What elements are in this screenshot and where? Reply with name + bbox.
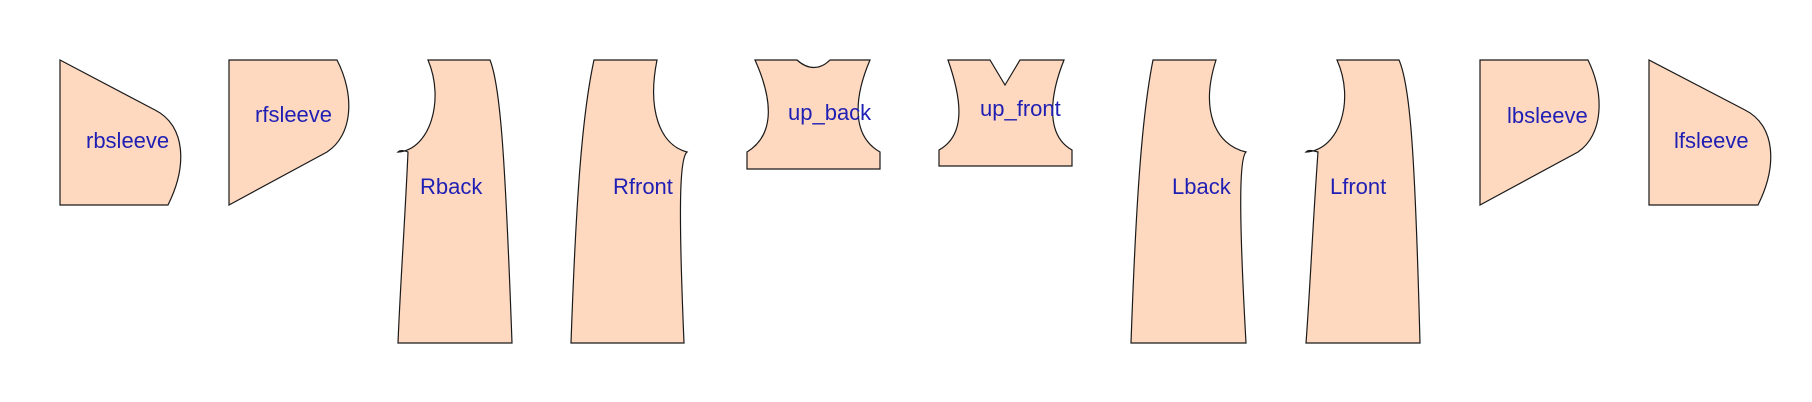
piece-lfsleeve-label: lfsleeve [1674, 128, 1749, 153]
piece-lbsleeve-shape [1479, 59, 1600, 207]
piece-lfront: Lfront [1304, 59, 1421, 344]
piece-rback-shape [396, 59, 513, 344]
piece-lbsleeve-label: lbsleeve [1507, 103, 1588, 128]
piece-rfront-shape [570, 59, 689, 344]
piece-lback-shape [1130, 59, 1248, 344]
piece-lbsleeve: lbsleeve [1479, 59, 1600, 207]
piece-lfsleeve-shape [1648, 59, 1772, 206]
piece-up-front-label: up_front [980, 96, 1061, 121]
piece-rfsleeve-shape [228, 59, 350, 207]
piece-up-front: up_front [938, 59, 1073, 167]
piece-lback: Lback [1130, 59, 1248, 344]
piece-up-front-shape [938, 59, 1073, 167]
piece-up-back-shape [746, 59, 881, 170]
piece-rback-label: Rback [420, 174, 483, 199]
piece-up-back: up_back [746, 59, 881, 170]
piece-rfsleeve-label: rfsleeve [255, 102, 332, 127]
piece-rbsleeve: rbsleeve [59, 59, 182, 206]
piece-rbsleeve-label: rbsleeve [86, 128, 169, 153]
piece-lfront-shape [1304, 59, 1421, 344]
piece-lfront-label: Lfront [1330, 174, 1386, 199]
piece-rfsleeve: rfsleeve [228, 59, 350, 207]
piece-rbsleeve-shape [59, 59, 182, 206]
piece-rback: Rback [396, 59, 513, 344]
piece-rfront-label: Rfront [613, 174, 673, 199]
piece-up-back-label: up_back [788, 100, 872, 125]
piece-lback-label: Lback [1172, 174, 1232, 199]
piece-rfront: Rfront [570, 59, 689, 344]
piece-lfsleeve: lfsleeve [1648, 59, 1772, 206]
